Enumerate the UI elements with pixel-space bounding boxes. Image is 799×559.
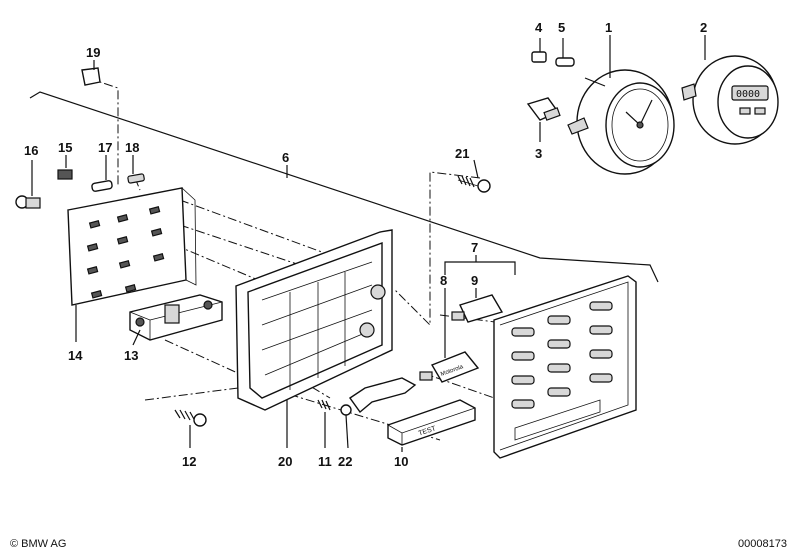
- bracket-7: [444, 255, 516, 275]
- label-7: 7: [471, 240, 478, 255]
- test-switch-10: TEST: [387, 399, 476, 452]
- bulb-4: [531, 38, 547, 63]
- label-13: 13: [124, 348, 138, 363]
- label-11: 11: [318, 454, 332, 469]
- screw-21: [457, 159, 491, 193]
- label-3: 3: [535, 146, 542, 161]
- label-4: 4: [535, 20, 543, 35]
- label-15: 15: [58, 140, 72, 155]
- label-5: 5: [558, 20, 565, 35]
- bulb-17: [91, 155, 113, 192]
- pin-11: [317, 399, 331, 448]
- screw-12: [174, 409, 207, 448]
- label-6: 6: [282, 150, 289, 165]
- bulb-socket-16: [15, 160, 41, 209]
- label-9: 9: [471, 273, 478, 288]
- label-12: 12: [182, 454, 196, 469]
- label-8: 8: [440, 273, 447, 288]
- clip-19: [81, 60, 101, 86]
- bulb-9: [451, 288, 504, 323]
- label-14: 14: [68, 348, 83, 363]
- digital-clock-2: 0000: [681, 35, 779, 145]
- label-1: 1: [605, 20, 612, 35]
- cover-plate: [493, 275, 637, 459]
- washer-22: [340, 404, 352, 449]
- clip-15: [57, 155, 73, 180]
- connector-13: [129, 294, 223, 346]
- diagram-number: 00008173: [738, 538, 787, 550]
- circuit-board: [67, 187, 197, 342]
- label-10: 10: [394, 454, 408, 469]
- label-22: 22: [338, 454, 352, 469]
- copyright-text: © BMW AG: [10, 538, 67, 550]
- cable-strip: [349, 377, 417, 414]
- bulb-holder-3: [526, 97, 561, 142]
- bulb-8: Motorola: [419, 288, 480, 383]
- label-2: 2: [700, 20, 707, 35]
- label-20: 20: [278, 454, 292, 469]
- reference-line-6: [29, 91, 659, 283]
- label-21: 21: [455, 146, 469, 161]
- analog-clock-1: [567, 35, 675, 175]
- digital-readout: 0000: [736, 89, 760, 100]
- label-16: 16: [24, 143, 38, 158]
- bulb-18: [127, 155, 145, 184]
- label-17: 17: [98, 140, 112, 155]
- part-labels: 1 2 3 4 5 6 7 8 9 10 11 12 13 14 15 16 1…: [24, 20, 707, 469]
- label-19: 19: [86, 45, 100, 60]
- label-18: 18: [125, 140, 139, 155]
- bulb-5: [555, 38, 575, 67]
- housing-20: [235, 229, 393, 448]
